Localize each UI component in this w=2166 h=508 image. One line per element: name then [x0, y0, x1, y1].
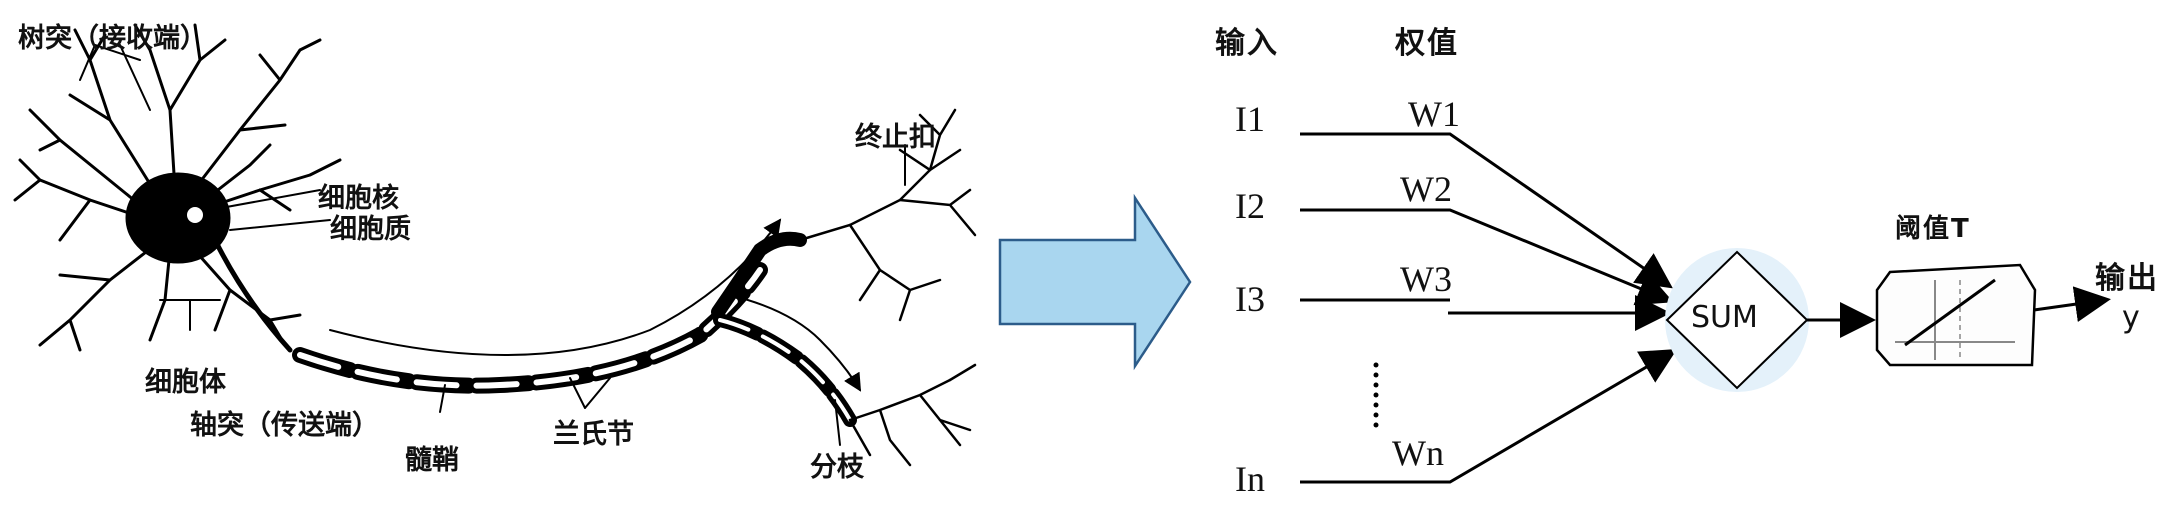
lower-terminals — [848, 363, 977, 467]
branch-label: 分枝 — [810, 452, 864, 483]
neuron-illustration — [13, 23, 977, 467]
dendrite-label: 树突（接收端） — [18, 23, 207, 54]
output-arrow — [2033, 286, 2111, 323]
myelin-sheath — [292, 231, 857, 427]
input-label-1: I1 — [1235, 99, 1265, 139]
node-of-ranvier-label: 兰氏节 — [553, 419, 634, 450]
upper-terminals — [798, 108, 977, 322]
cell-body — [125, 172, 231, 264]
dendrites — [13, 23, 342, 352]
input-label-n: In — [1235, 459, 1265, 499]
signal-arrow-main — [329, 218, 782, 356]
signal-arrow-branch — [729, 294, 862, 392]
weight-label-3: W3 — [1400, 259, 1452, 299]
axon-hillock — [212, 237, 293, 353]
cytoplasm-label: 细胞质 — [330, 214, 411, 245]
input-label-2: I2 — [1235, 186, 1265, 226]
ellipsis-dots — [1373, 362, 1379, 428]
weight-label-n: Wn — [1392, 433, 1444, 473]
axon-label: 轴突（传送端） — [190, 410, 379, 441]
sum-label: SUM — [1691, 300, 1758, 335]
myelin-label: 髓鞘 — [405, 445, 459, 476]
weights-heading: 权值 — [1395, 26, 1459, 61]
input-lines — [1300, 132, 1678, 484]
output-heading: 输出 — [2095, 261, 2159, 296]
sum-node — [1665, 250, 1809, 390]
cell-body-label: 细胞体 — [145, 367, 226, 398]
nucleus — [187, 207, 203, 223]
nucleus-label: 细胞核 — [318, 183, 399, 214]
threshold-label: 阈值T — [1895, 214, 1971, 244]
perceptron-model — [1300, 132, 2111, 484]
terminal-label: 终止扣 — [855, 122, 936, 153]
input-label-3: I3 — [1235, 279, 1265, 319]
leader-lines — [79, 44, 906, 446]
weight-label-1: W1 — [1408, 94, 1460, 134]
output-symbol: y — [2122, 300, 2140, 335]
threshold-box — [1875, 263, 2037, 367]
inputs-heading: 输入 — [1215, 26, 1279, 61]
weight-label-2: W2 — [1400, 169, 1452, 209]
transform-arrow — [998, 193, 1192, 371]
